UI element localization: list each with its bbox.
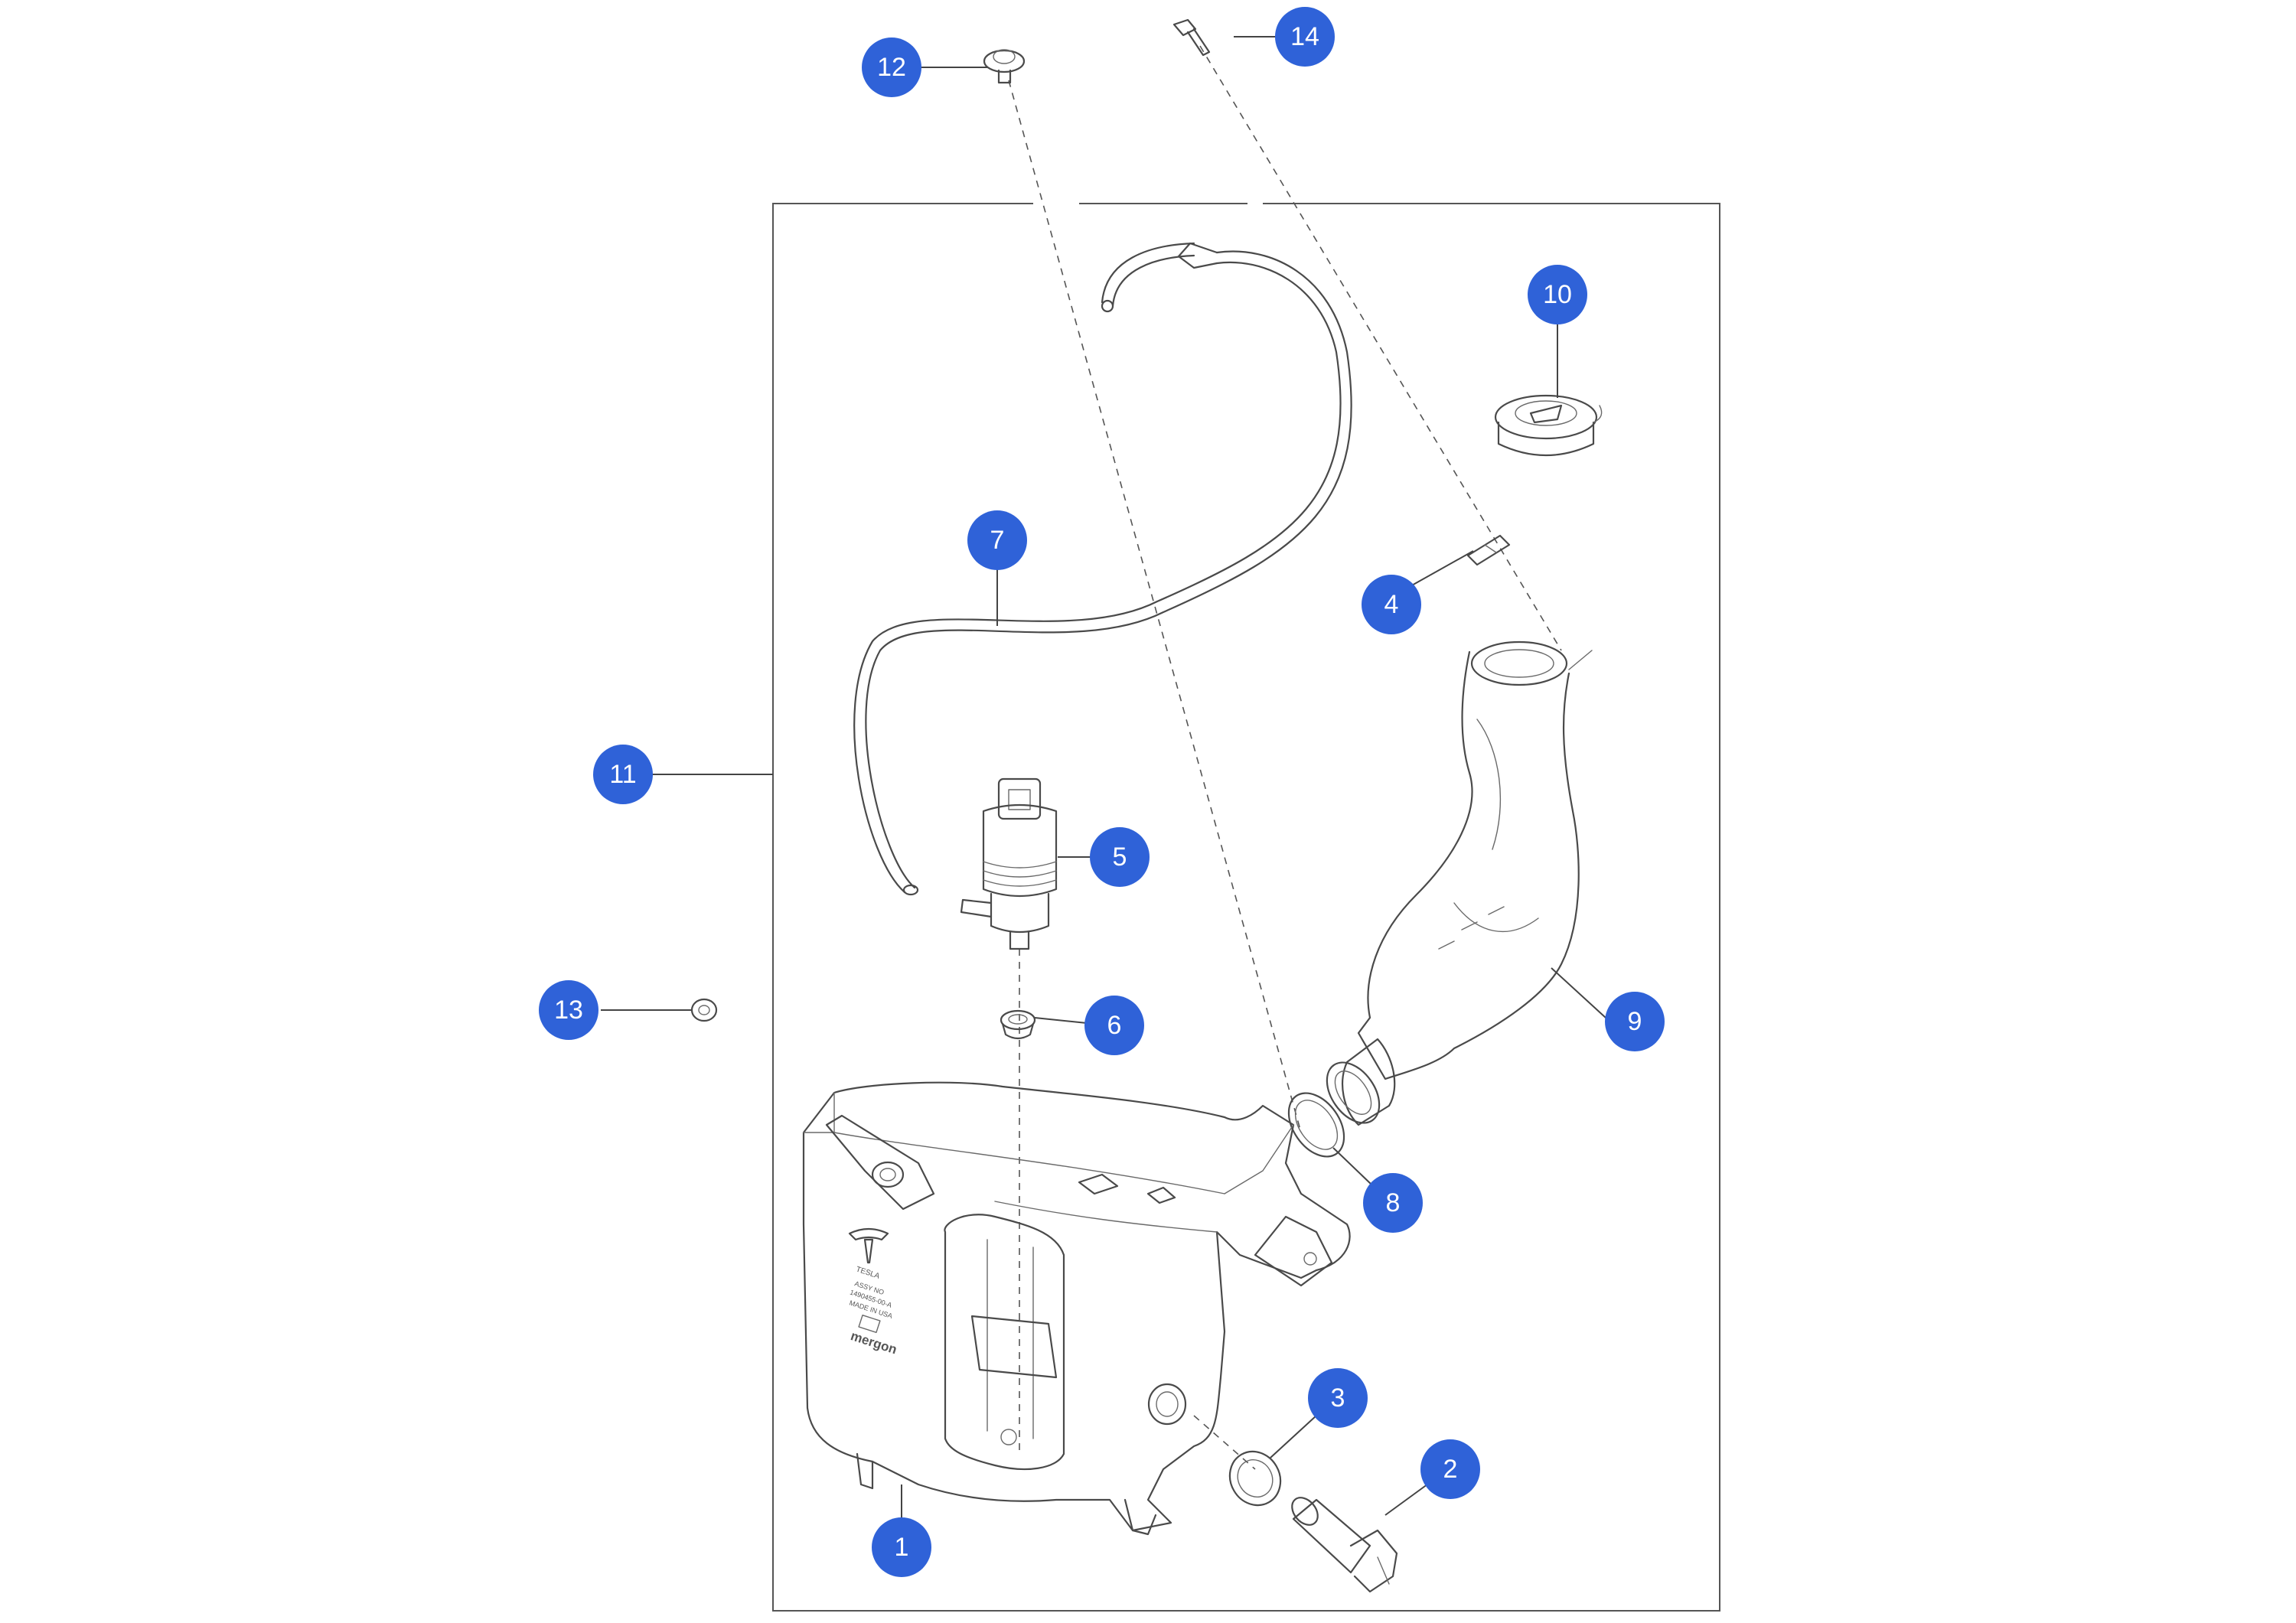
- callout-11-label: 11: [609, 760, 636, 789]
- tesla-logo-icon: [848, 1227, 889, 1264]
- callout-10-label: 10: [1543, 280, 1572, 309]
- callout-1-label: 1: [895, 1533, 909, 1562]
- assembly-path-3: [1193, 1415, 1256, 1470]
- callout-11: 11: [593, 745, 653, 804]
- nut-part: [690, 998, 718, 1022]
- callout-8-label: 8: [1386, 1188, 1401, 1217]
- level-sensor-part: [1291, 1497, 1398, 1593]
- washer-hose-part: [853, 242, 1352, 896]
- o-ring-part: [1287, 1092, 1345, 1158]
- callout-12: 12: [862, 37, 921, 97]
- assembly-path-12: [1008, 80, 1302, 1133]
- callout-4: 4: [1362, 575, 1421, 634]
- reservoir-brand-text: TESLA: [855, 1265, 881, 1280]
- callout-2-label: 2: [1443, 1455, 1458, 1484]
- callout-3: 3: [1308, 1368, 1368, 1428]
- callout-3-label: 3: [1331, 1383, 1345, 1413]
- callout-9: 9: [1605, 992, 1665, 1051]
- callout-9-label: 9: [1628, 1007, 1642, 1036]
- callout-5: 5: [1090, 827, 1150, 887]
- callout-1: 1: [872, 1517, 931, 1577]
- callout-12-label: 12: [877, 53, 906, 82]
- filler-neck-part: [1326, 640, 1593, 1126]
- callout-6: 6: [1084, 996, 1144, 1055]
- callout-14: 14: [1275, 7, 1335, 67]
- pump-grommet-part: [1000, 1009, 1036, 1040]
- bolt-part: [1172, 18, 1211, 57]
- callout-7-label: 7: [990, 526, 1005, 555]
- callout-10: 10: [1528, 265, 1587, 324]
- filler-cap-part: [1494, 394, 1603, 457]
- callout-2: 2: [1420, 1439, 1480, 1499]
- assembly-path-14: [1199, 45, 1562, 651]
- leader-lines: [601, 36, 1606, 1550]
- level-sensor-grommet-part: [1228, 1450, 1282, 1507]
- assembly-frame: [772, 203, 1720, 1612]
- clip-nut-part: [983, 49, 1026, 84]
- callout-13-label: 13: [554, 996, 583, 1025]
- callout-4-label: 4: [1384, 590, 1399, 619]
- washer-pump-part: [960, 777, 1058, 950]
- reservoir-maker-text: mergon: [849, 1328, 899, 1357]
- callout-8: 8: [1363, 1173, 1423, 1233]
- callout-5-label: 5: [1113, 842, 1127, 872]
- callout-6-label: 6: [1107, 1011, 1122, 1040]
- hose-clip-part: [1466, 534, 1511, 566]
- callout-14-label: 14: [1290, 22, 1319, 51]
- callout-7: 7: [967, 510, 1027, 570]
- callout-13: 13: [539, 980, 598, 1040]
